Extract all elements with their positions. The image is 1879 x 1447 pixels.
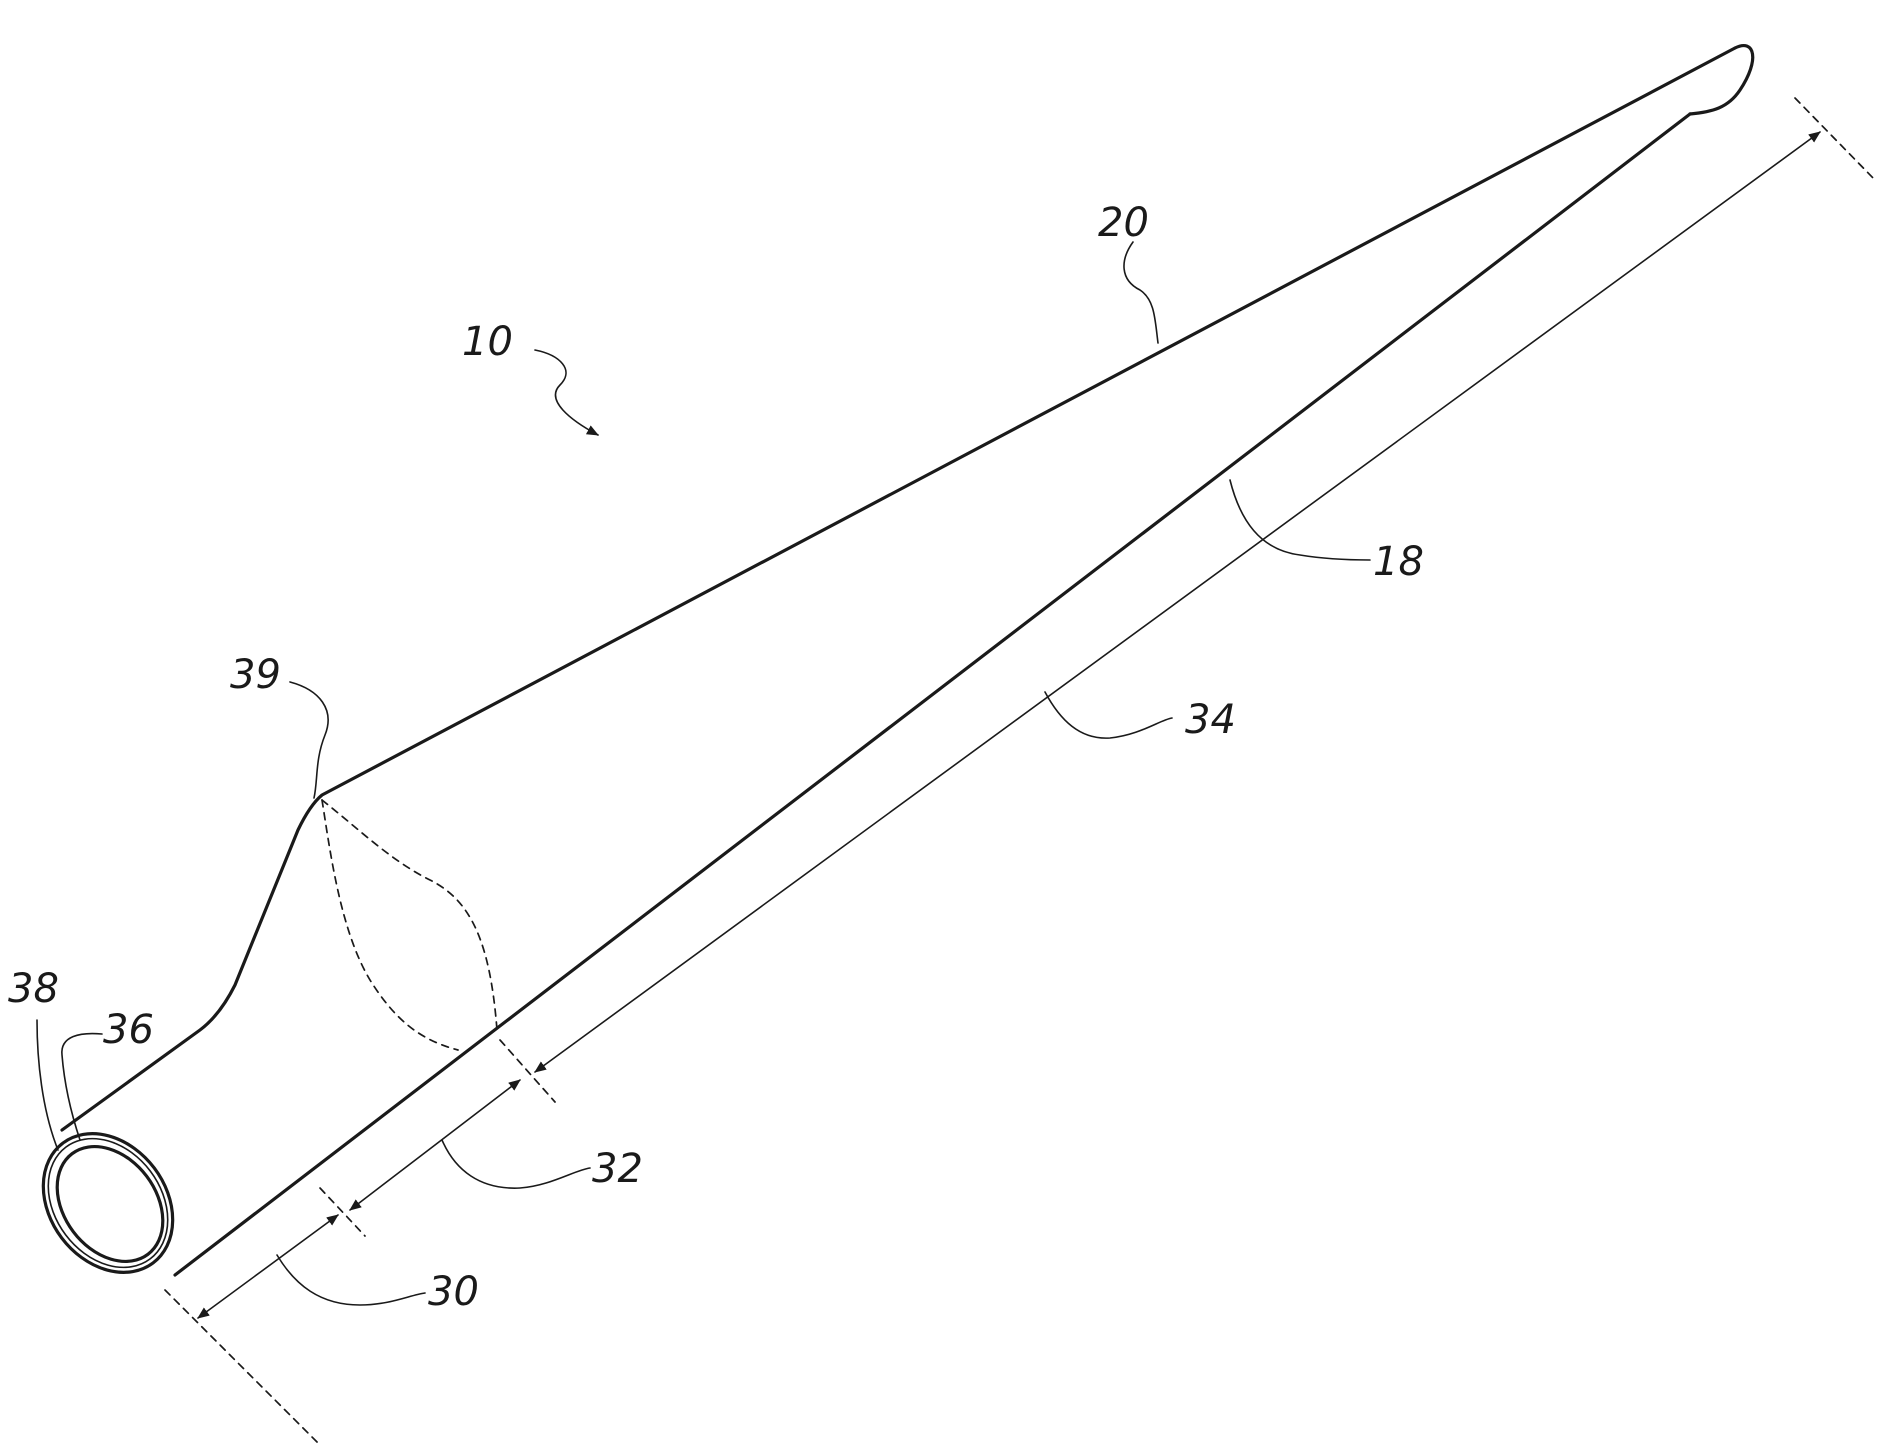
ref-label-34: 34 [1185,697,1236,743]
leader-30 [277,1255,425,1305]
extension-line-tip [1795,98,1875,180]
transition-dashed-curve-inner [322,800,458,1050]
ref-label-36: 36 [103,1007,154,1053]
dimension-line-30 [198,1215,338,1318]
leader-39 [290,682,328,798]
leader-34 [1045,692,1172,738]
ref-label-18: 18 [1373,539,1424,585]
dimension-line-34 [535,132,1820,1072]
ref-label-39: 39 [230,652,281,698]
blade-lower-edge [175,114,1690,1275]
ref-label-32: 32 [592,1146,643,1192]
leader-38 [37,1020,58,1150]
blade-upper-edge [62,48,1735,1130]
ref-label-38: 38 [8,966,59,1012]
ref-label-20: 20 [1098,200,1149,246]
leader-20 [1124,242,1158,343]
root-outer-wall [17,1108,200,1298]
ref-label-10: 10 [462,319,513,365]
extension-line-32-30 [320,1188,365,1236]
root-outer-wall-inner-line [24,1115,193,1291]
ref-label-30: 30 [428,1269,479,1315]
leader-10 [535,350,598,435]
transition-dashed-curve-outer [322,800,497,1030]
dimension-line-32 [350,1080,520,1210]
leader-32 [442,1140,590,1188]
extension-line-root [165,1290,320,1445]
extension-line-34-32 [500,1040,555,1102]
